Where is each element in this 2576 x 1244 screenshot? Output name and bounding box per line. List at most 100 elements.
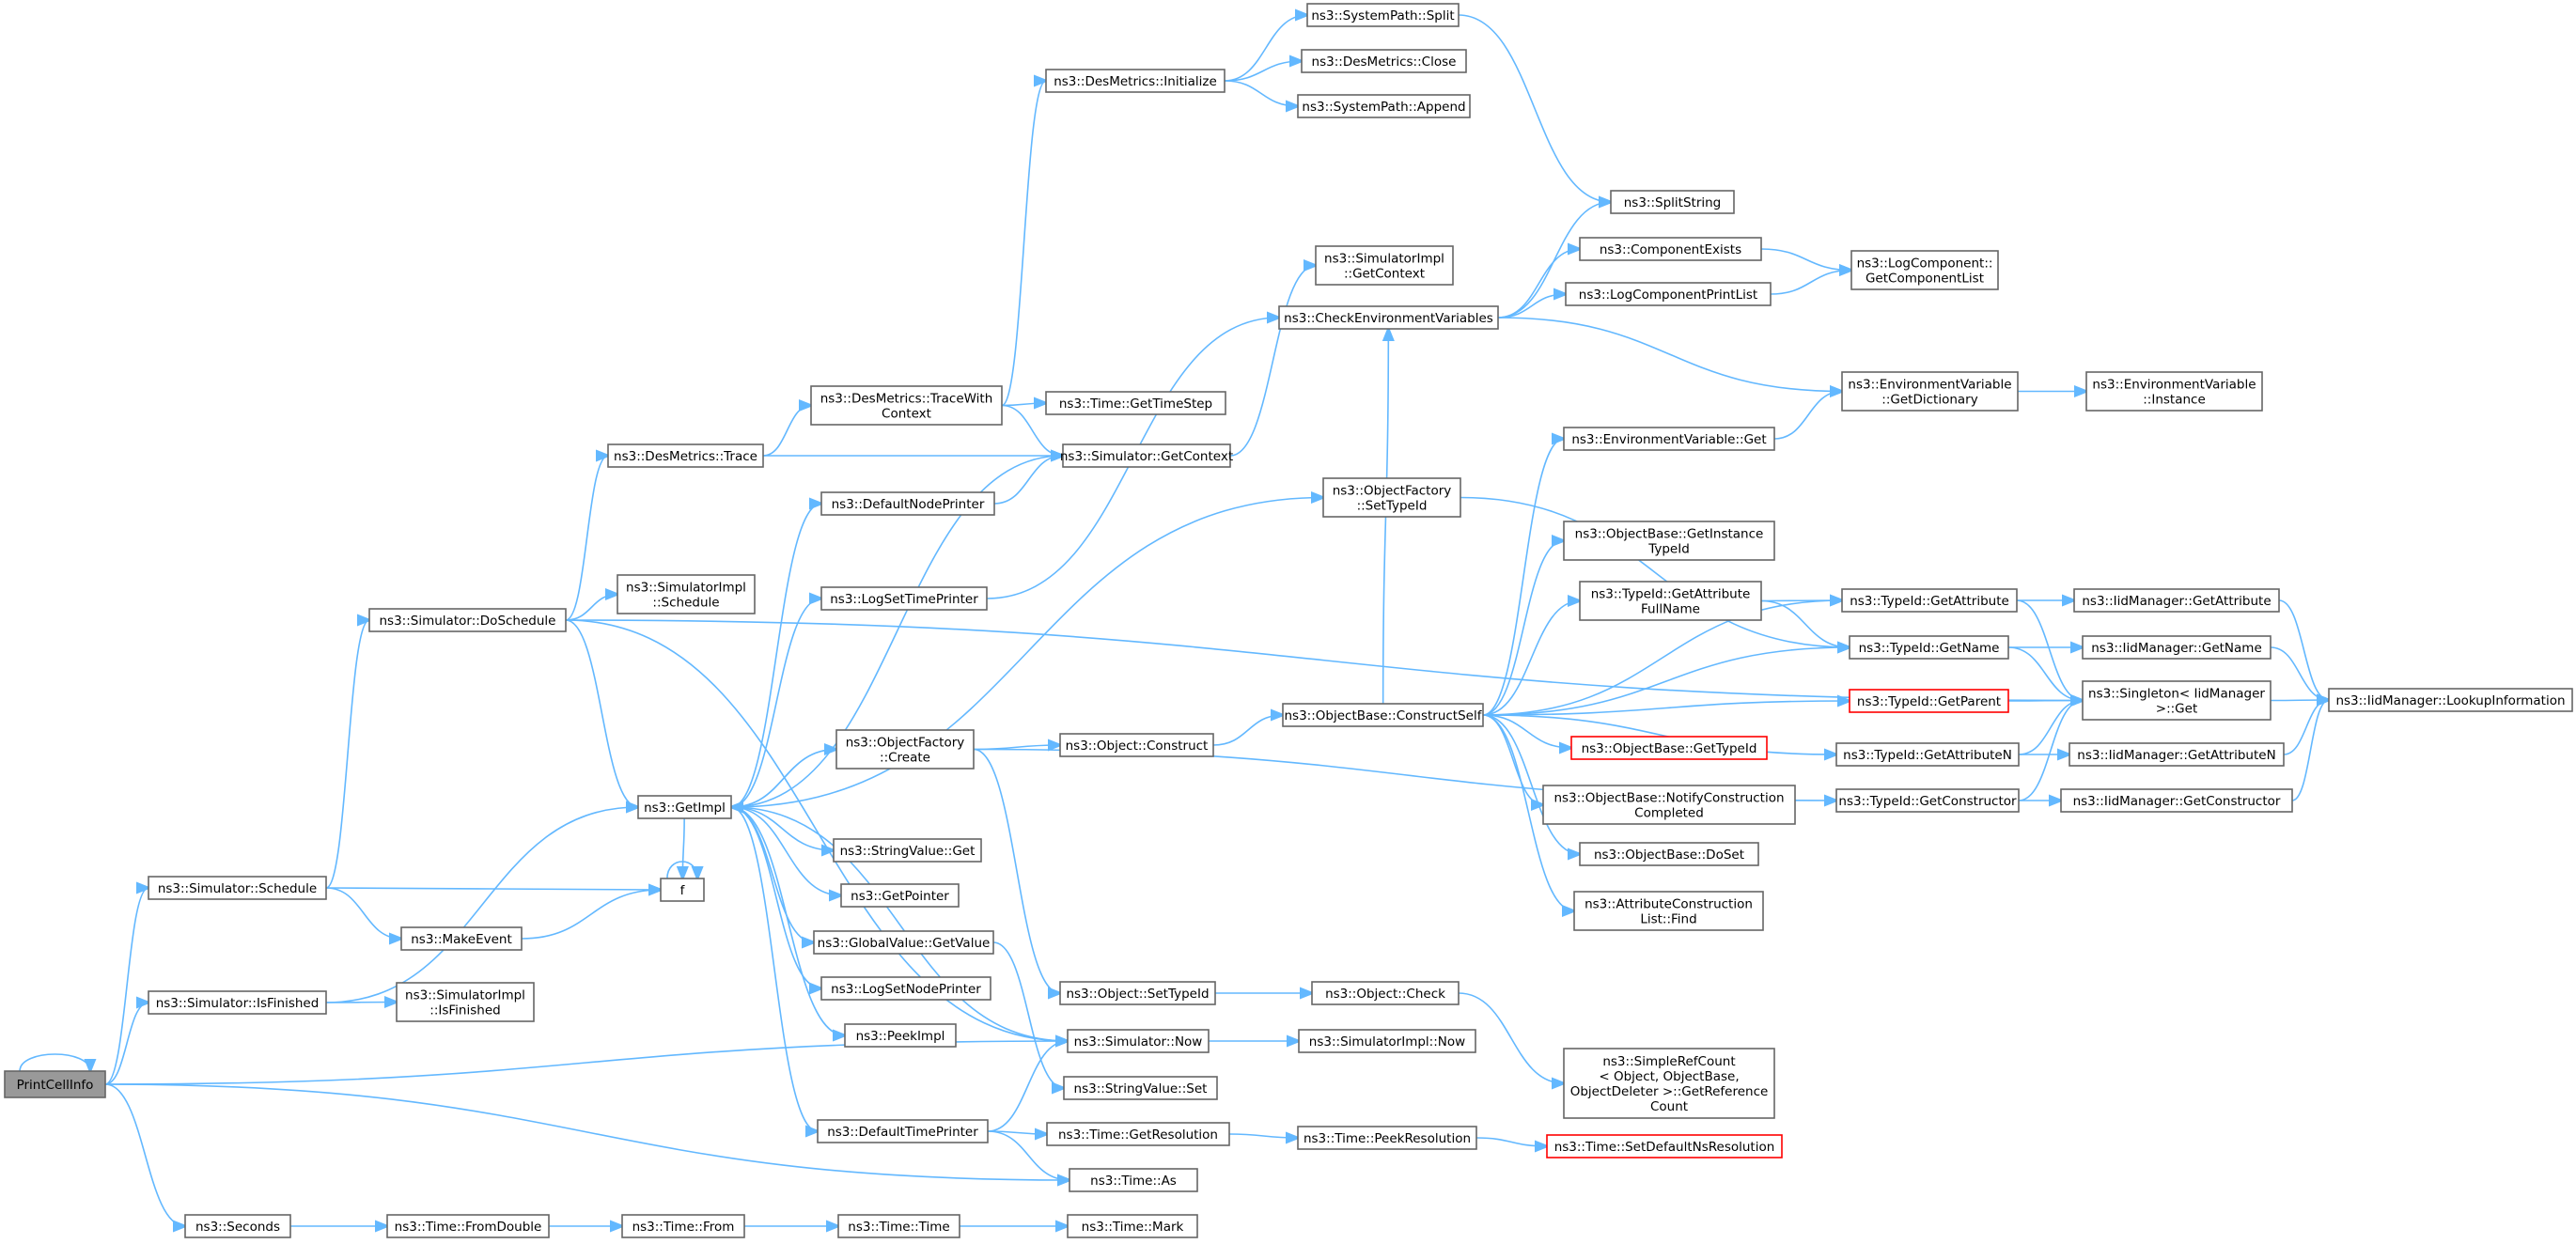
call-edge-do-schedule-to-sim-impl-schedule xyxy=(565,595,617,621)
node-log-set-time-printer[interactable]: ns3::LogSetTimePrinter xyxy=(820,586,988,611)
call-edge-construct-self-to-type-id-get-name xyxy=(1482,647,1850,716)
node-type-id-get-name[interactable]: ns3::TypeId::GetName xyxy=(1849,635,2009,660)
node-iid-get-attribute-n[interactable]: ns3::IidManager::GetAttributeN xyxy=(2069,742,2285,767)
node-box xyxy=(813,930,994,955)
node-is-finished[interactable]: ns3::Simulator::IsFinished xyxy=(148,990,327,1015)
node-log-component-get-list[interactable]: ns3::LogComponent::GetComponentList xyxy=(1850,250,1999,290)
node-time-peek-resolution[interactable]: ns3::Time::PeekResolution xyxy=(1297,1126,1477,1150)
node-env-var-instance[interactable]: ns3::EnvironmentVariable::Instance xyxy=(2085,371,2263,412)
node-object-check[interactable]: ns3::Object::Check xyxy=(1311,981,1460,1005)
node-seconds[interactable]: ns3::Seconds xyxy=(184,1214,291,1238)
node-env-var-get-dictionary[interactable]: ns3::EnvironmentVariable::GetDictionary xyxy=(1841,371,2019,412)
node-time-get-time-step[interactable]: ns3::Time::GetTimeStep xyxy=(1045,391,1226,415)
node-label: ns3::DesMetrics::Close xyxy=(1312,54,1457,70)
node-do-schedule[interactable]: ns3::Simulator::DoSchedule xyxy=(368,608,567,632)
node-box xyxy=(817,1119,989,1143)
call-edge-des-trace-with-context-to-time-get-time-step xyxy=(1001,403,1046,406)
node-iid-lookup-information[interactable]: ns3::IidManager::LookupInformation xyxy=(2328,688,2573,712)
node-box xyxy=(833,838,982,863)
node-log-set-node-printer[interactable]: ns3::LogSetNodePrinter xyxy=(820,976,991,1001)
node-schedule[interactable]: ns3::Simulator::Schedule xyxy=(148,876,327,900)
node-sim-impl-get-context[interactable]: ns3::SimulatorImpl::GetContext xyxy=(1315,245,1454,286)
node-object-factory-set-type-id[interactable]: ns3::ObjectFactory::SetTypeId xyxy=(1322,477,1461,518)
node-box xyxy=(1579,237,1762,261)
node-f[interactable]: f xyxy=(660,878,705,902)
node-box xyxy=(1841,371,2019,412)
node-box xyxy=(1849,635,2009,660)
node-object-construct[interactable]: ns3::Object::Construct xyxy=(1059,733,1214,757)
node-iid-get-constructor[interactable]: ns3::IidManager::GetConstructor xyxy=(2060,788,2293,813)
call-edge-env-var-get-to-env-var-get-dictionary xyxy=(1773,392,1842,440)
node-default-time-printer[interactable]: ns3::DefaultTimePrinter xyxy=(817,1119,989,1143)
node-split-string[interactable]: ns3::SplitString xyxy=(1610,190,1735,214)
node-type-id-get-attribute-n[interactable]: ns3::TypeId::GetAttributeN xyxy=(1835,742,2020,767)
node-time-from[interactable]: ns3::Time::From xyxy=(621,1214,745,1238)
node-label: ns3::Time::SetDefaultNsResolution xyxy=(1554,1140,1775,1155)
node-check-env-vars[interactable]: ns3::CheckEnvironmentVariables xyxy=(1278,305,1499,330)
node-label: ns3::ObjectBase::ConstructSelf xyxy=(1285,708,1483,723)
node-label: ns3::TypeId::GetParent xyxy=(1857,694,2001,709)
node-simple-ref-count-get-ref[interactable]: ns3::SimpleRefCount< Object, ObjectBase,… xyxy=(1563,1048,1775,1119)
node-get-impl[interactable]: ns3::GetImpl xyxy=(637,795,732,819)
node-construct-self[interactable]: ns3::ObjectBase::ConstructSelf xyxy=(1282,703,1484,727)
node-box xyxy=(1059,981,1216,1005)
node-time-mark[interactable]: ns3::Time::Mark xyxy=(1067,1214,1198,1238)
node-iid-get-name[interactable]: ns3::IidManager::GetName xyxy=(2082,635,2272,660)
node-notify-construction-completed[interactable]: ns3::ObjectBase::NotifyConstructionCompl… xyxy=(1542,785,1796,825)
node-time-get-resolution[interactable]: ns3::Time::GetResolution xyxy=(1046,1122,1230,1146)
node-box xyxy=(1306,3,1460,27)
node-env-var-get[interactable]: ns3::EnvironmentVariable::Get xyxy=(1563,427,1775,451)
node-string-value-get[interactable]: ns3::StringValue::Get xyxy=(833,838,982,863)
node-sim-impl-now[interactable]: ns3::SimulatorImpl::Now xyxy=(1298,1029,1476,1053)
node-time-time[interactable]: ns3::Time::Time xyxy=(837,1214,960,1238)
node-label: ObjectDeleter >::GetReference xyxy=(1570,1084,1769,1099)
call-edge-sim-get-context-to-get-impl xyxy=(731,455,1064,807)
node-get-pointer[interactable]: ns3::GetPointer xyxy=(840,883,960,908)
node-object-base-get-type-id[interactable]: ns3::ObjectBase::GetTypeId xyxy=(1570,736,1768,760)
node-label: ns3::TypeId::GetName xyxy=(1859,641,2000,656)
node-des-trace[interactable]: ns3::DesMetrics::Trace xyxy=(607,443,764,468)
node-sys-path-split[interactable]: ns3::SystemPath::Split xyxy=(1306,3,1460,27)
node-label: ns3::StringValue::Set xyxy=(1074,1081,1208,1096)
node-make-event[interactable]: ns3::MakeEvent xyxy=(400,926,523,951)
node-label: ns3::Object::SetTypeId xyxy=(1066,987,1209,1002)
node-sim-impl-schedule[interactable]: ns3::SimulatorImpl::Schedule xyxy=(617,574,756,614)
node-global-value-get-value[interactable]: ns3::GlobalValue::GetValue xyxy=(813,930,994,955)
call-edge-component-exists-to-log-component-get-list xyxy=(1760,248,1851,271)
node-time-as[interactable]: ns3::Time::As xyxy=(1069,1168,1198,1192)
node-label: ns3::SimulatorImpl::Now xyxy=(1309,1034,1465,1050)
node-object-base-do-set[interactable]: ns3::ObjectBase::DoSet xyxy=(1579,842,1759,866)
node-string-value-set[interactable]: ns3::StringValue::Set xyxy=(1063,1076,1218,1100)
node-des-close[interactable]: ns3::DesMetrics::Close xyxy=(1301,49,1467,73)
node-component-exists[interactable]: ns3::ComponentExists xyxy=(1579,237,1762,261)
node-log-component-print-list[interactable]: ns3::LogComponentPrintList xyxy=(1565,282,1772,306)
node-box xyxy=(1546,1134,1783,1158)
node-sys-path-append[interactable]: ns3::SystemPath::Append xyxy=(1297,94,1471,118)
node-default-node-printer[interactable]: ns3::DefaultNodePrinter xyxy=(820,491,995,516)
node-des-initialize[interactable]: ns3::DesMetrics::Initialize xyxy=(1045,69,1226,93)
node-peek-impl[interactable]: ns3::PeekImpl xyxy=(844,1023,957,1048)
call-edge-get-impl-to-object-factory-set-type-id xyxy=(730,498,1323,808)
node-box xyxy=(1315,245,1454,286)
node-type-id-get-constructor[interactable]: ns3::TypeId::GetConstructor xyxy=(1835,788,2020,813)
node-type-id-get-parent[interactable]: ns3::TypeId::GetParent xyxy=(1849,689,2009,713)
node-sim-now[interactable]: ns3::Simulator::Now xyxy=(1067,1029,1210,1053)
node-iid-get-attribute[interactable]: ns3::IidManager::GetAttribute xyxy=(2073,588,2280,613)
node-print-cell-info[interactable]: PrintCellInfo xyxy=(4,1070,106,1098)
node-time-from-double[interactable]: ns3::Time::FromDouble xyxy=(386,1214,550,1238)
node-singleton-get[interactable]: ns3::Singleton< IidManager>::Get xyxy=(2082,680,2272,721)
node-sim-impl-is-finished[interactable]: ns3::SimulatorImpl::IsFinished xyxy=(396,982,535,1022)
node-set-default-ns-resolution[interactable]: ns3::Time::SetDefaultNsResolution xyxy=(1546,1134,1783,1158)
node-type-id-get-attribute[interactable]: ns3::TypeId::GetAttribute xyxy=(1841,588,2018,613)
node-object-set-type-id[interactable]: ns3::Object::SetTypeId xyxy=(1059,981,1216,1005)
node-box xyxy=(396,982,535,1022)
call-edge-iid-get-constructor-to-iid-lookup-information xyxy=(2291,700,2329,801)
node-label: ::IsFinished xyxy=(429,1003,500,1019)
call-edge-get-impl-to-peek-impl xyxy=(730,806,845,1035)
node-sim-get-context[interactable]: ns3::Simulator::GetContext xyxy=(1060,443,1233,468)
node-object-factory-create[interactable]: ns3::ObjectFactory::Create xyxy=(835,729,975,770)
